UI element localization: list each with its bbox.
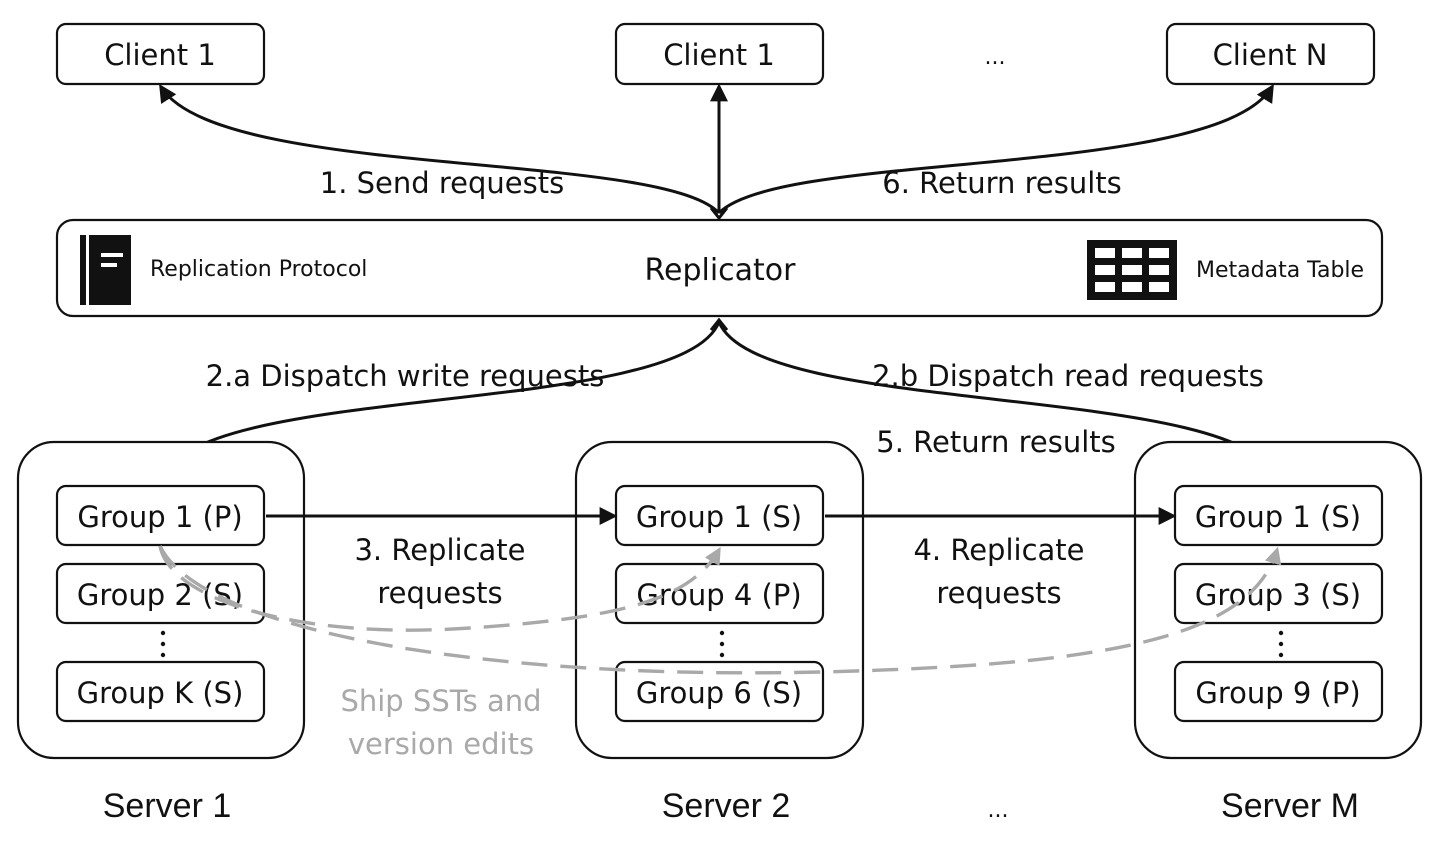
arrow-clientn-replicator (717, 83, 1274, 215)
arrow-client1-replicator (159, 83, 721, 215)
group-label: Group 1 (S) (636, 500, 802, 534)
group-label: Group 4 (P) (636, 578, 801, 612)
client-label: Client 1 (663, 38, 775, 72)
group-label: Group 6 (S) (636, 676, 802, 710)
group-label: Group 3 (S) (1195, 578, 1361, 612)
client-label: Client 1 (104, 38, 216, 72)
table-grid-icon (1087, 240, 1177, 300)
group-box (55, 484, 266, 547)
replicator-title: Replicator (645, 253, 797, 288)
client-label: Client N (1213, 38, 1328, 72)
edge-label-replicate-4-line2: requests (936, 576, 1061, 610)
group-box (1173, 660, 1384, 723)
edge-label-replicate-4: 4. Replicate (913, 533, 1084, 567)
group-label: Group 1 (P) (77, 500, 242, 534)
group-box (614, 660, 825, 723)
ship-ssts-label-line2: version edits (348, 727, 534, 761)
edge-label-return-results: 6. Return results (882, 166, 1122, 200)
server-m: Group 1 (S) Group 3 (S) Group 9 (P) (1133, 440, 1423, 760)
client-box-2: Client 1 (614, 22, 825, 86)
client-box-1: Client 1 (55, 22, 266, 86)
ship-ssts-label: Ship SSTs and (340, 684, 541, 718)
edge-label-send-requests: 1. Send requests (320, 166, 565, 200)
group-box (55, 660, 266, 723)
replication-protocol-label: Replication Protocol (150, 257, 367, 282)
group-label: Group 1 (S) (1195, 500, 1361, 534)
dashed-arrow-ship-server2 (158, 545, 721, 632)
servers-ellipsis: ... (988, 798, 1009, 823)
replicator-box: Replication Protocol Replicator Metadata… (55, 218, 1384, 318)
server-name: Server 1 (103, 787, 232, 825)
edge-label-replicate-3: 3. Replicate (354, 533, 525, 567)
group-box (55, 562, 266, 625)
client-box-n: Client N (1165, 22, 1376, 86)
group-label: Group 9 (P) (1195, 676, 1360, 710)
edge-label-dispatch-read: 2.b Dispatch read requests (872, 359, 1264, 393)
replicator-top-tip (709, 207, 729, 221)
group-label: Group K (S) (77, 676, 244, 710)
clients-ellipsis: ... (985, 45, 1006, 70)
server-name: Server M (1221, 787, 1359, 825)
vertical-ellipsis (1278, 630, 1284, 658)
server-name: Server 2 (662, 787, 791, 825)
vertical-ellipsis (160, 630, 166, 658)
server-2: Group 1 (S) Group 4 (P) Group 6 (S) (574, 440, 865, 760)
group-label: Group 2 (S) (77, 578, 243, 612)
vertical-ellipsis (719, 630, 725, 658)
book-icon (80, 235, 131, 305)
dashed-arrow-ship-serverm (158, 545, 1282, 675)
edge-label-return-results-server: 5. Return results (876, 425, 1116, 459)
edge-label-dispatch-write: 2.a Dispatch write requests (206, 359, 605, 393)
metadata-table-label: Metadata Table (1196, 258, 1364, 283)
replicator-bottom-tip (709, 317, 729, 331)
server-1: Group 1 (P) Group 2 (S) Group K (S) (16, 440, 306, 760)
edge-label-replicate-3-line2: requests (377, 576, 502, 610)
